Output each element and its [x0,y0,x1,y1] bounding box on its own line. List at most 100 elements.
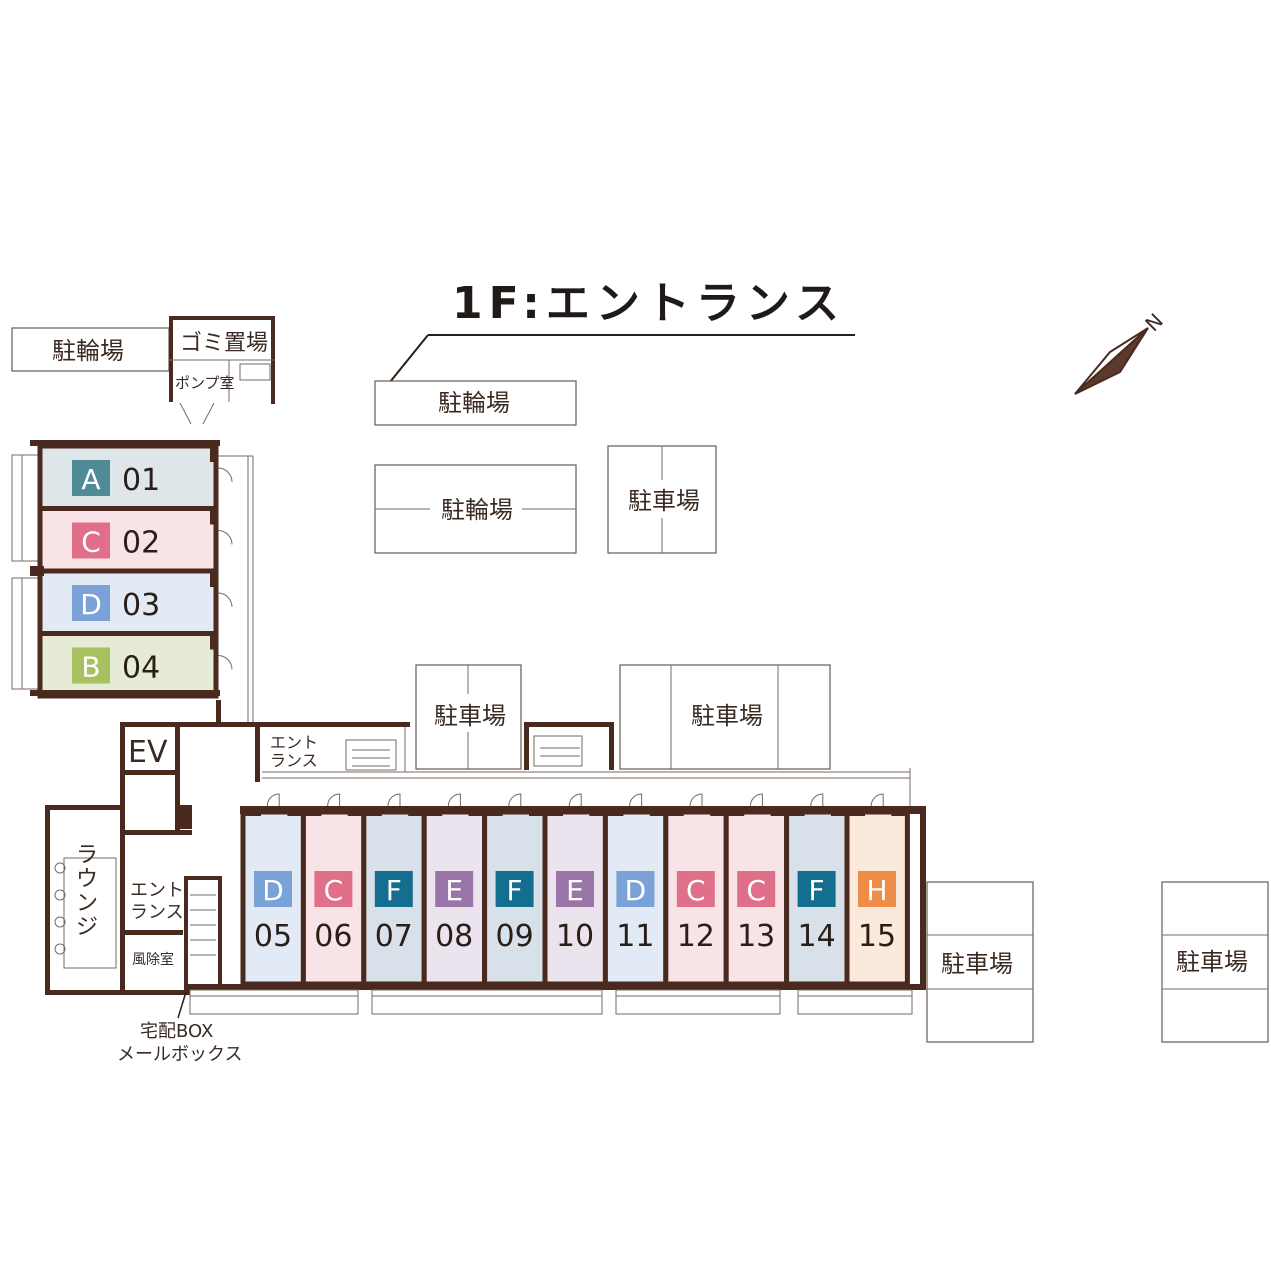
parking-3-label: 駐車場 [691,702,763,730]
garbage-label: ゴミ置場 [180,331,268,356]
unit-type-letter: C [686,874,706,907]
unit-type-letter: C [81,526,101,559]
bicycle-parking-3-label: 駐輪場 [441,496,513,524]
unit-type-badge [616,871,655,907]
unit-number: 02 [122,526,160,561]
unit-01[interactable]: A 01 [37,443,233,511]
lounge [45,805,222,995]
unit-type-badge [676,871,715,907]
unit-15[interactable]: H 15 [844,793,910,987]
lounge-label-3: ン [76,891,98,916]
unit-14[interactable]: F 14 [784,793,850,987]
unit-type-badge [435,871,474,907]
unit-type-letter: F [386,874,402,907]
unit-type-letter: D [80,588,102,621]
entrance-1-label-line-1: エント [270,733,318,752]
unit-type-letter: E [566,874,584,907]
unit-number: 06 [314,919,352,954]
unit-type-letter: E [445,874,463,907]
left-wing-balconies [11,454,41,690]
unit-number: 07 [375,919,413,954]
title-leader-diagonal [389,334,429,383]
parking-4-label: 駐車場 [941,950,1013,978]
unit-number: 01 [122,463,160,498]
lounge-label-2: ウ [76,867,98,892]
unit-type-letter: D [625,874,647,907]
left-corridor [216,455,254,726]
delivery-label-line-1: 宅配BOX [140,1021,213,1042]
unit-10[interactable]: E 10 [542,793,608,987]
unit-number: 13 [737,919,775,954]
floor-title: 1F:エントランス [452,278,845,329]
unit-type-badge [254,871,292,907]
unit-type-badge [858,871,896,907]
unit-number: 04 [122,651,160,686]
unit-number: 15 [858,919,896,954]
unit-type-badge [72,647,110,684]
unit-type-badge [495,871,534,907]
unit-03[interactable]: D 03 [37,568,233,636]
unit-13[interactable]: C 13 [723,793,790,987]
unit-12[interactable]: C 12 [663,793,729,987]
parking-5-label: 駐車場 [1176,948,1248,976]
unit-type-letter: C [746,874,766,907]
lounge-label-1: ラ [76,843,98,868]
unit-type-badge [72,460,110,496]
unit-type-badge [556,871,594,907]
bottom-balconies [189,989,913,1015]
delivery-label-line-2: メールボックス [117,1044,242,1065]
unit-type-badge [72,522,110,559]
unit-number: 03 [122,588,160,623]
unit-11[interactable]: D 11 [602,793,669,987]
unit-number: 12 [677,919,715,954]
parking-2-label: 駐車場 [434,702,506,730]
unit-type-letter: B [81,651,100,684]
unit-type-letter: C [324,874,344,907]
unit-number: 08 [435,919,473,954]
delivery-leader [177,991,187,1019]
parking-1-label: 駐車場 [628,487,700,515]
unit-04[interactable]: B 04 [37,631,233,699]
unit-07[interactable]: F 07 [361,793,427,987]
unit-type-badge [797,871,836,907]
unit-09[interactable]: F 09 [482,793,548,987]
left-unit-block: A 01C 02D 03B 04 [30,440,233,699]
garbage-area [169,316,275,404]
unit-type-letter: H [866,874,887,907]
lounge-label-4: ジ [76,915,98,940]
bicycle-parking-1 [11,327,170,372]
unit-type-letter: F [507,874,523,907]
windbreak-label: 風除室 [132,951,174,968]
unit-type-letter: D [262,874,284,907]
unit-02[interactable]: C 02 [37,506,233,574]
unit-05[interactable]: D 05 [240,793,306,987]
unit-type-badge [314,871,353,907]
compass-icon: N [1074,309,1168,395]
unit-number: 10 [556,919,594,954]
unit-08[interactable]: E 08 [421,793,488,987]
parking-5 [1161,881,1269,1043]
pump-room-door-icon [179,402,215,425]
unit-type-letter: A [81,463,100,496]
unit-number: 09 [496,919,534,954]
unit-number: 14 [798,919,836,954]
bottom-unit-block: D 05 C 06 F 07 E 08 F 09 E 10 D 11 C 12 C 13 F 14 H 15 [186,793,926,990]
unit-number: 05 [254,919,292,954]
central-core [120,700,911,835]
bicycle-parking-1-label: 駐輪場 [52,337,124,365]
unit-type-letter: F [809,874,825,907]
entrance-1-label-line-2: ランス [270,751,318,770]
parking-3 [619,664,831,770]
ev-label: EV [128,735,168,770]
bicycle-parking-2 [374,380,577,426]
entrance-2-label-line-1: エント [130,880,184,901]
unit-06[interactable]: C 06 [300,793,367,987]
bicycle-parking-2-label: 駐輪場 [438,389,510,417]
unit-type-badge [72,585,110,621]
pump-room-label: ポンプ室 [175,374,235,392]
unit-number: 11 [616,919,654,954]
entrance-2-label-line-2: ランス [130,902,184,923]
parking-4 [926,881,1034,1043]
unit-type-badge [737,871,776,907]
